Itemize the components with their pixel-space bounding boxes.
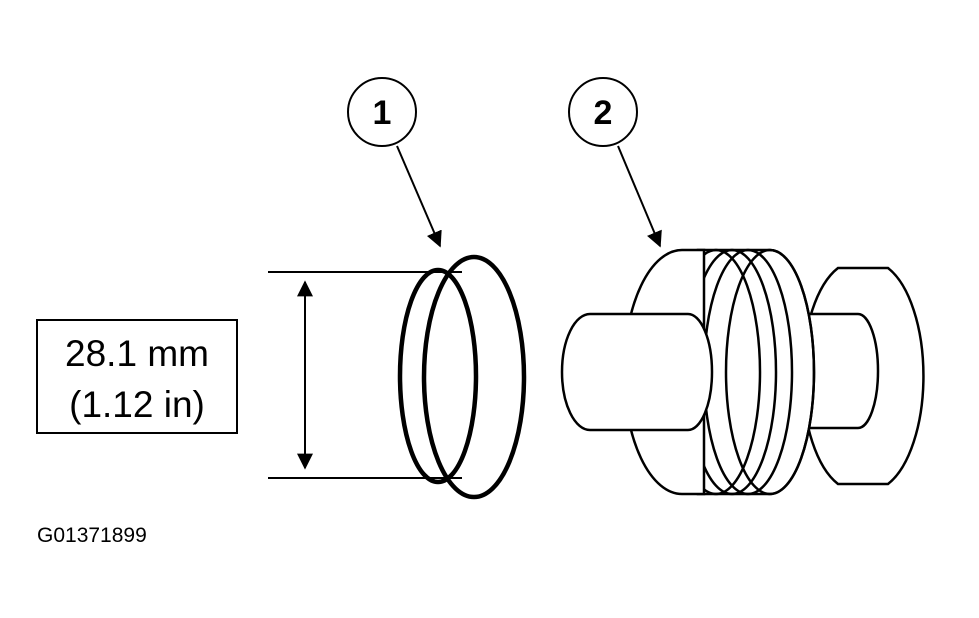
callout-1-number: 1: [373, 94, 392, 132]
measurement-box: [36, 319, 238, 434]
seal-ring: [397, 254, 527, 500]
tool-front-pilot: [560, 312, 714, 432]
callout-2-circle: [568, 77, 638, 147]
callout-2-number: 2: [594, 94, 613, 132]
callout-1-circle: [347, 77, 417, 147]
callout-1: 1: [347, 77, 442, 248]
callout-1-leader: [396, 145, 442, 248]
measurement-label: 28.1 mm (1.12 in): [36, 319, 238, 434]
seal-ring-inner-edge: [397, 267, 479, 485]
tool-groove-4: [724, 248, 816, 496]
callout-2: 2: [568, 77, 662, 248]
figure-id: G01371899: [37, 524, 147, 547]
measurement-metric: 28.1 mm: [65, 333, 209, 374]
measurement-imperial: (1.12 in): [69, 384, 205, 425]
seal-ring-outer-edge: [421, 254, 527, 500]
callout-2-leader: [617, 145, 662, 248]
seal-installer-tool: [560, 248, 925, 496]
